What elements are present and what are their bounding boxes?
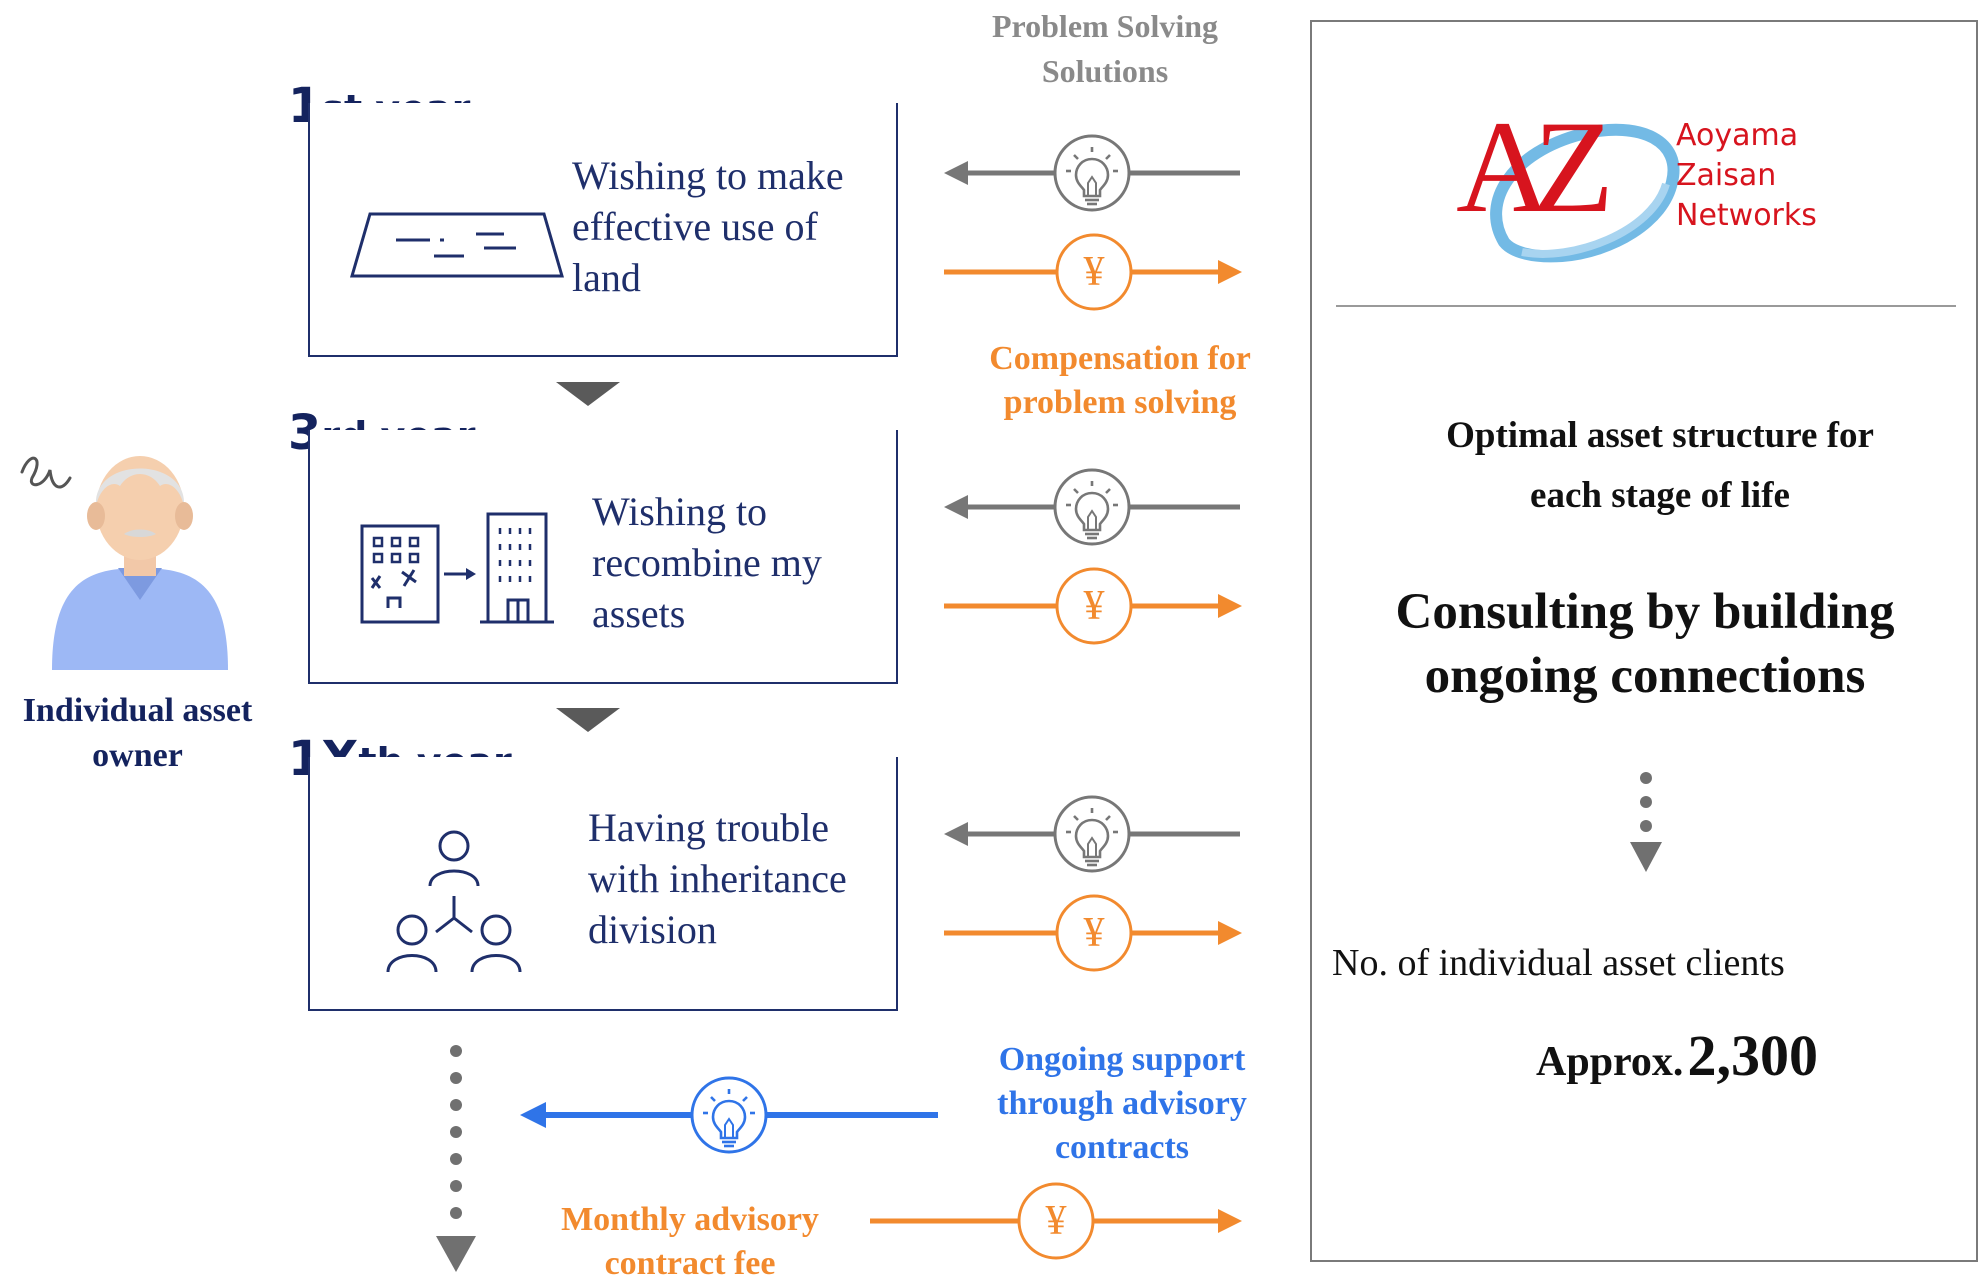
- company-panel: [1310, 20, 1978, 1262]
- owner-figure: [0, 430, 280, 690]
- clients-approx-prefix: Approx.: [1536, 1039, 1684, 1085]
- elderly-person-icon: [20, 456, 228, 670]
- panel-continuation-dot: [1640, 772, 1652, 784]
- ongoing-support-label: Ongoing support through advisory contrac…: [997, 1041, 1247, 1166]
- continuation-dot: [450, 1072, 462, 1084]
- continuation-arrowhead: [436, 1236, 476, 1272]
- stage-1-text: Wishing to make effective use of land: [572, 153, 844, 300]
- clients-label: No. of individual asset clients: [1332, 942, 1785, 984]
- solution-arrow-1: [944, 134, 1240, 212]
- panel-continuation-dot: [1640, 796, 1652, 808]
- monthly-fee-label: Monthly advisory contract fee: [561, 1201, 819, 1282]
- continuation-dot: [450, 1099, 462, 1111]
- panel-divider: [1336, 305, 1956, 307]
- stage-1-to-2-arrow: [556, 382, 620, 406]
- panel-headline: Consulting by building ongoing connectio…: [1395, 584, 1895, 704]
- continuation-dot: [450, 1180, 462, 1192]
- stage-2-box: [308, 430, 898, 684]
- stage-2-to-3-arrow: [556, 708, 620, 732]
- stage-2-text: Wishing to recombine my assets: [592, 489, 822, 636]
- logo-letters: AZ: [1456, 93, 1614, 240]
- worry-squiggle-icon: [20, 456, 72, 489]
- yen-icon: ¥: [1083, 249, 1105, 295]
- company-name-line2: Zaisan: [1676, 158, 1777, 193]
- panel-tagline: Optimal asset structure for each stage o…: [1446, 415, 1874, 516]
- stage-3-text: Having trouble with inheritance division: [588, 805, 847, 952]
- clients-count: Approx. 2,300: [1536, 1022, 1818, 1089]
- compensation-arrow-3: [944, 894, 1242, 972]
- building-rebuild-icon: [358, 512, 558, 629]
- continuation-dot: [450, 1153, 462, 1165]
- az-logo-icon: [1490, 123, 1680, 263]
- ongoing-support-arrow: [520, 1076, 938, 1154]
- solution-arrow-2: [944, 468, 1240, 546]
- land-plot-icon: [348, 208, 568, 289]
- panel-continuation-arrowhead: [1630, 842, 1662, 872]
- owner-label: Individual asset owner: [22, 692, 253, 774]
- yen-icon: ¥: [1083, 910, 1105, 956]
- compensation-label: Compensation for problem solving: [989, 340, 1251, 421]
- yen-icon: ¥: [1083, 583, 1105, 629]
- company-name-line1: Aoyama: [1676, 118, 1799, 153]
- panel-continuation-dot: [1640, 820, 1652, 832]
- solution-arrow-3: [944, 795, 1240, 873]
- yen-icon: ¥: [1045, 1198, 1067, 1244]
- compensation-arrow-1: [944, 233, 1242, 311]
- family-inheritance-icon: [384, 826, 524, 983]
- stage-1-box: [308, 103, 898, 357]
- company-logo: AZ Aoyama Zaisan Networks: [1452, 92, 1872, 272]
- continuation-dot: [450, 1207, 462, 1219]
- clients-value: 2,300: [1687, 1023, 1818, 1088]
- continuation-dot: [450, 1126, 462, 1138]
- stage-3-box: [308, 757, 898, 1011]
- company-name-line3: Networks: [1676, 198, 1817, 233]
- compensation-arrow-2: [944, 567, 1242, 645]
- monthly-fee-arrow: [870, 1182, 1242, 1260]
- solutions-header: Problem Solving Solutions: [991, 8, 1219, 89]
- continuation-dot: [450, 1045, 462, 1057]
